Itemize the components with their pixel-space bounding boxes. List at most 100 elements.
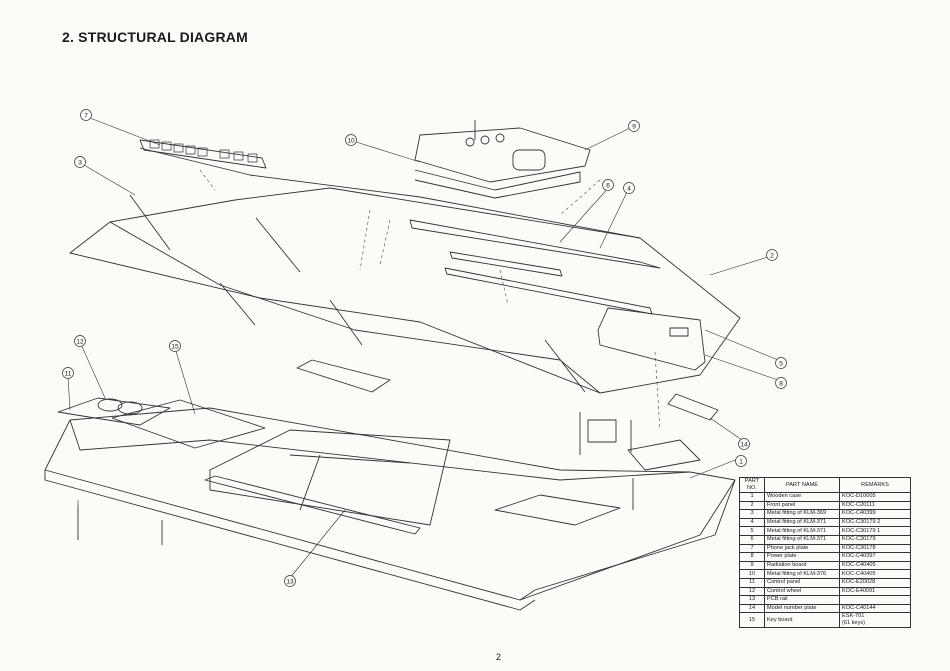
callout-label: 15 [171, 344, 179, 351]
callout-13 [284, 575, 296, 587]
radiation-board [414, 127, 591, 183]
part-number: 2 [739, 500, 765, 511]
callout-1 [735, 455, 747, 467]
callout-label: 6 [606, 183, 610, 190]
callout-label: 13 [286, 579, 294, 586]
callout-label: 2 [770, 253, 774, 260]
part-name: Metal fitting of KLM-371 [764, 526, 840, 536]
part-name: Wooden case [764, 492, 840, 502]
radiation-capacitor [512, 149, 546, 171]
part-number: 7 [739, 543, 765, 554]
callout-10 [345, 134, 357, 146]
callout-9 [628, 120, 640, 132]
metal-fitting-4 [409, 219, 661, 269]
part-name: Metal fitting of KLM-376 [764, 569, 840, 579]
part-number: 11 [739, 577, 765, 588]
part-name: Metal fitting of KLM-369 [764, 509, 840, 519]
part-name: Control panel [764, 577, 840, 588]
part-number: 4 [739, 517, 765, 528]
column-header-remarks: REMARKS [839, 477, 911, 493]
part-name: Radiation board [764, 560, 840, 571]
part-number: 6 [739, 534, 765, 545]
power-plate [597, 307, 706, 371]
part-remarks: KOC-C40397 [839, 552, 911, 562]
part-number: 8 [739, 552, 765, 562]
callout-label: 4 [627, 186, 631, 193]
part-name: PCB rail [764, 595, 840, 605]
part-name: Metal fitting of KLM-371 [764, 517, 840, 528]
keyboard [111, 399, 266, 449]
callout-6 [602, 179, 614, 191]
callout-12 [74, 335, 86, 347]
part-number: 9 [739, 560, 765, 571]
part-remarks: KOC-C40405 [839, 560, 911, 571]
phone-jack-plate [139, 139, 267, 169]
part-remarks: KOC-C30179 1 [839, 526, 911, 536]
callout-3 [74, 156, 86, 168]
part-name: Key board [764, 612, 840, 629]
column-header-part-name: PART NAME [764, 477, 840, 493]
part-number: 1 [739, 492, 765, 502]
callout-label: 3 [78, 160, 82, 167]
part-number: 12 [739, 586, 765, 597]
pcb-rail [204, 475, 421, 535]
page-number: 2 [496, 652, 502, 662]
keyboard-right [494, 494, 621, 526]
part-number: 13 [739, 595, 765, 605]
callout-label: 12 [76, 339, 84, 346]
part-remarks: KOC-E20028 [839, 577, 911, 588]
part-remarks: KOC-C20111 [839, 500, 911, 511]
callout-5 [775, 357, 787, 369]
part-remarks: KOC-C30178 [839, 543, 911, 554]
callout-7 [80, 109, 92, 121]
callout-label: 9 [632, 124, 636, 131]
part-name: Power plate [764, 552, 840, 562]
part-remarks: KOC-C40144 [839, 603, 911, 614]
callout-8 [775, 377, 787, 389]
part-number: 3 [739, 509, 765, 519]
part-name: Phone jack plate [764, 543, 840, 554]
callout-label: 7 [84, 113, 88, 120]
part-number: 5 [739, 526, 765, 536]
callout-4 [623, 182, 635, 194]
callout-label: 11 [65, 371, 72, 378]
callout-label: 8 [779, 381, 783, 388]
callout-14 [738, 438, 750, 450]
control-panel [57, 397, 171, 426]
wooden-case [44, 407, 736, 601]
part-remarks: ESK-701 (61 keys) [839, 612, 911, 629]
part-remarks: KOC-C40405 [839, 569, 911, 579]
part-remarks: KOC-C30179 [839, 534, 911, 545]
part-remarks: KOC-D10005 [839, 492, 911, 502]
part-name: Control wheel [764, 586, 840, 597]
callout-label: 14 [740, 442, 748, 449]
part-remarks: KOC-E40091 [839, 586, 911, 597]
part-name: Front panel [764, 500, 840, 511]
part-name: Metal fitting of KLM-371 [764, 534, 840, 545]
callout-label: 10 [347, 138, 355, 145]
column-header-part-no: PART NO. [739, 477, 765, 493]
part-remarks [839, 595, 911, 605]
front-panel [69, 187, 741, 394]
metal-fitting-5 [449, 251, 563, 277]
page-title: 2. STRUCTURAL DIAGRAM [62, 29, 248, 45]
model-number-plate [667, 393, 719, 421]
metal-fitting-6 [444, 267, 653, 315]
part-remarks: KOC-C30179 2 [839, 517, 911, 528]
